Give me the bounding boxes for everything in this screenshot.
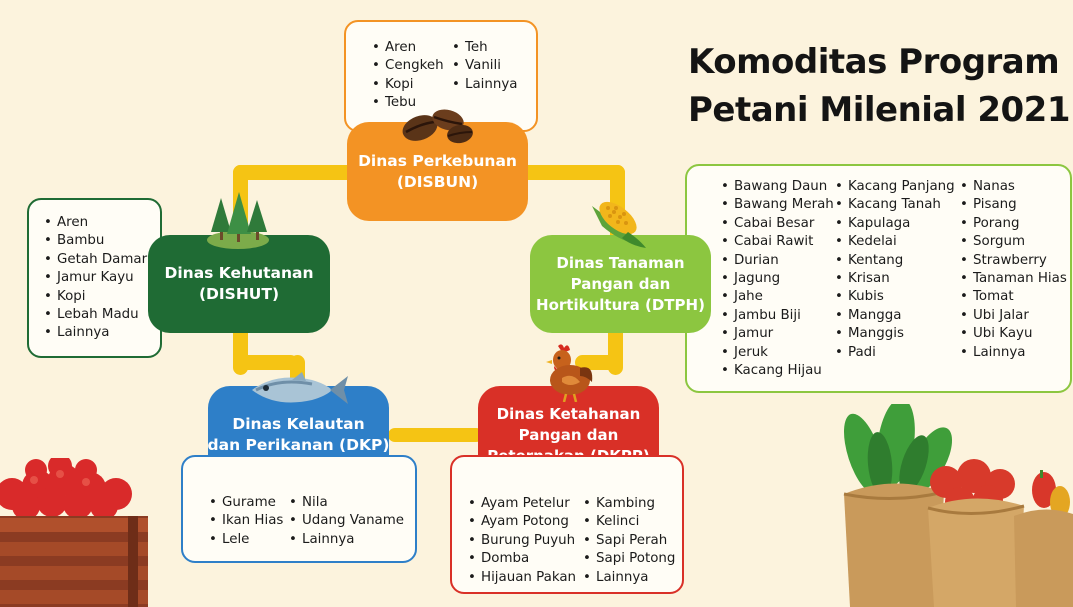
list-item: Ayam Petelur — [468, 495, 576, 513]
dtph-name-line1: Dinas Tanaman — [556, 253, 685, 272]
corn-icon — [592, 201, 646, 248]
dtph-name-line3: Hortikultura (DTPH) — [536, 295, 705, 314]
list-item: Pisang — [960, 196, 1067, 214]
list-item: Cengkeh — [372, 57, 444, 75]
list-item: Bawang Daun — [721, 178, 834, 196]
dkp-list-col1: Gurame Ikan Hias Lele — [209, 494, 283, 549]
forest-icon — [207, 192, 269, 249]
dkp-name-line2: dan Perikanan (DKP) — [207, 436, 390, 454]
list-item: Jagung — [721, 270, 834, 288]
list-item: Lele — [209, 531, 283, 549]
list-item: Bawang Merah — [721, 196, 834, 214]
dishut-commodity-box: Aren Bambu Getah Damar Jamur Kayu Kopi L… — [27, 198, 162, 358]
list-item: Porang — [960, 215, 1067, 233]
list-item: Ikan Hias — [209, 512, 283, 530]
list-item: Jeruk — [721, 344, 834, 362]
list-item: Tomat — [960, 288, 1067, 306]
dtph-name-line2: Pangan dan — [570, 274, 671, 293]
list-item: Kopi — [44, 288, 147, 306]
list-item: Kedelai — [835, 233, 955, 251]
list-item: Domba — [468, 550, 576, 568]
list-item: Cabai Besar — [721, 215, 834, 233]
list-item: Vanili — [452, 57, 518, 75]
list-item: Manggis — [835, 325, 955, 343]
list-item: Lainnya — [960, 344, 1067, 362]
dtph-list-col2: Kacang Panjang Kacang Tanah Kapulaga Ked… — [835, 178, 955, 362]
list-item: Tebu — [372, 94, 444, 112]
list-item: Kapulaga — [835, 215, 955, 233]
list-item: Kelinci — [583, 513, 675, 531]
dkp-commodity-box: Gurame Ikan Hias Lele Nila Udang Vaname … — [181, 455, 417, 563]
list-item: Jamur — [721, 325, 834, 343]
list-item: Ubi Jalar — [960, 307, 1067, 325]
dishut-list-col1: Aren Bambu Getah Damar Jamur Kayu Kopi L… — [44, 214, 147, 343]
vegetable-sacks-icon — [843, 404, 1073, 607]
dkpp-commodity-box: Ayam Petelur Ayam Potong Burung Puyuh Do… — [450, 455, 684, 594]
list-item: Strawberry — [960, 252, 1067, 270]
list-item: Hijauan Pakan — [468, 569, 576, 587]
list-item: Kambing — [583, 495, 675, 513]
list-item: Ayam Potong — [468, 513, 576, 531]
apple-crate-icon — [0, 458, 148, 607]
dishut-name-line2: (DISHUT) — [198, 285, 280, 303]
list-item: Cabai Rawit — [721, 233, 834, 251]
list-item: Sapi Potong — [583, 550, 675, 568]
list-item: Kentang — [835, 252, 955, 270]
title-line-1: Komoditas Program — [688, 42, 1060, 82]
disbun-name-line1: Dinas Perkebunan — [358, 151, 517, 170]
dkp-name-line1: Dinas Kelautan — [232, 415, 365, 433]
list-item: Nila — [289, 494, 404, 512]
list-item: Udang Vaname — [289, 512, 404, 530]
dkpp-name-line1: Dinas Ketahanan — [496, 404, 641, 423]
disbun-name-line2: (DISBUN) — [396, 172, 479, 191]
list-item: Lebah Madu — [44, 306, 147, 324]
title-line-2: Petani Milenial 2021 — [688, 90, 1071, 130]
list-item: Bambu — [44, 232, 147, 250]
dtph-list-col3: Nanas Pisang Porang Sorgum Strawberry Ta… — [960, 178, 1067, 362]
list-item: Krisan — [835, 270, 955, 288]
disbun-list-col1: Aren Cengkeh Kopi Tebu — [372, 39, 444, 113]
page-title: Komoditas Program Petani Milenial 2021 — [688, 38, 1071, 134]
list-item: Kacang Panjang — [835, 178, 955, 196]
list-item: Jambu Biji — [721, 307, 834, 325]
fish-icon — [252, 372, 348, 404]
list-item: Lainnya — [583, 569, 675, 587]
list-item: Kubis — [835, 288, 955, 306]
dishut-name-line1: Dinas Kehutanan — [164, 264, 314, 282]
list-item: Tanaman Hias — [960, 270, 1067, 288]
dkpp-list-col1: Ayam Petelur Ayam Potong Burung Puyuh Do… — [468, 495, 576, 587]
dtph-list-col1: Bawang Daun Bawang Merah Cabai Besar Cab… — [721, 178, 834, 380]
list-item: Teh — [452, 39, 518, 57]
list-item: Jamur Kayu — [44, 269, 147, 287]
list-item: Lainnya — [44, 324, 147, 342]
list-item: Padi — [835, 344, 955, 362]
list-item: Aren — [372, 39, 444, 57]
dkpp-list-col2: Kambing Kelinci Sapi Perah Sapi Potong L… — [583, 495, 675, 587]
list-item: Jahe — [721, 288, 834, 306]
list-item: Kacang Hijau — [721, 362, 834, 380]
dishut-node: Dinas Kehutanan (DISHUT) — [148, 235, 330, 333]
list-item: Gurame — [209, 494, 283, 512]
list-item: Durian — [721, 252, 834, 270]
list-item: Sorgum — [960, 233, 1067, 251]
disbun-list-col2: Teh Vanili Lainnya — [452, 39, 518, 94]
chicken-icon — [546, 344, 593, 402]
dkpp-name-line2: Pangan dan — [518, 425, 619, 444]
disbun-node: Dinas Perkebunan (DISBUN) — [347, 122, 528, 221]
list-item: Ubi Kayu — [960, 325, 1067, 343]
list-item: Kopi — [372, 76, 444, 94]
list-item: Nanas — [960, 178, 1067, 196]
list-item: Getah Damar — [44, 251, 147, 269]
list-item: Kacang Tanah — [835, 196, 955, 214]
dtph-node: Dinas Tanaman Pangan dan Hortikultura (D… — [530, 235, 711, 333]
list-item: Aren — [44, 214, 147, 232]
coffee-beans-icon — [402, 109, 473, 144]
list-item: Lainnya — [452, 76, 518, 94]
dtph-commodity-box: Bawang Daun Bawang Merah Cabai Besar Cab… — [685, 164, 1072, 393]
list-item: Mangga — [835, 307, 955, 325]
list-item: Lainnya — [289, 531, 404, 549]
list-item: Sapi Perah — [583, 532, 675, 550]
dkp-list-col2: Nila Udang Vaname Lainnya — [289, 494, 404, 549]
list-item: Burung Puyuh — [468, 532, 576, 550]
